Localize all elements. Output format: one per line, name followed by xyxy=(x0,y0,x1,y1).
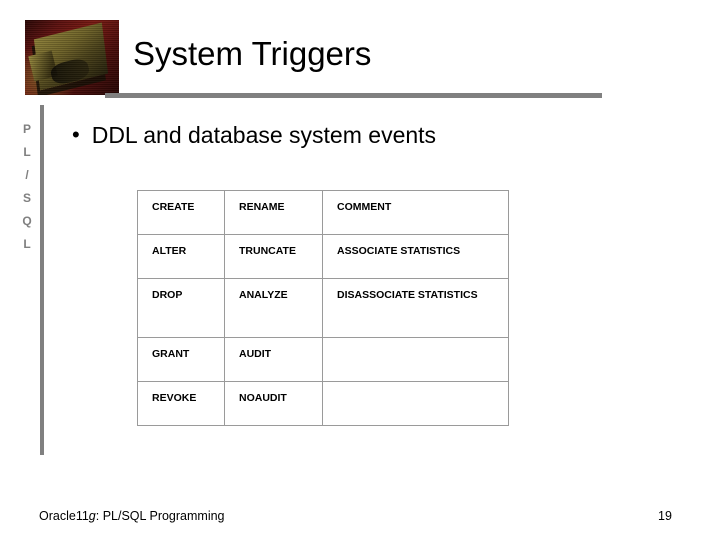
table-cell: ALTER xyxy=(137,234,225,279)
table-cell: DROP xyxy=(137,278,225,338)
table-cell xyxy=(322,337,509,382)
header-decoration-image xyxy=(25,20,119,95)
bullet-item: • DDL and database system events xyxy=(72,120,436,150)
title-divider xyxy=(105,93,602,98)
sidebar-vertical-divider xyxy=(40,105,44,455)
table-cell: TRUNCATE xyxy=(224,234,323,279)
table-cell xyxy=(322,381,509,426)
table-cell: AUDIT xyxy=(224,337,323,382)
bullet-marker-icon: • xyxy=(72,122,80,147)
table-cell: GRANT xyxy=(137,337,225,382)
footer-suffix: : PL/SQL Programming xyxy=(95,509,225,523)
table-row: ALTER TRUNCATE ASSOCIATE STATISTICS xyxy=(137,234,509,279)
sidebar-letter-1: P xyxy=(22,122,31,136)
system-events-table: CREATE RENAME COMMENT ALTER TRUNCATE ASS… xyxy=(137,190,509,426)
table-cell: REVOKE xyxy=(137,381,225,426)
table-cell: CREATE xyxy=(137,190,225,235)
footer-book-title: Oracle11g: PL/SQL Programming xyxy=(39,509,225,523)
table-body: CREATE RENAME COMMENT ALTER TRUNCATE ASS… xyxy=(137,190,509,426)
sidebar-letter-3: / xyxy=(25,168,29,182)
table-cell: COMMENT xyxy=(322,190,509,235)
table-cell: ANALYZE xyxy=(224,278,323,338)
sidebar-letter-4: S xyxy=(22,191,31,205)
table-row: CREATE RENAME COMMENT xyxy=(137,190,509,235)
table-row: GRANT AUDIT xyxy=(137,337,509,382)
footer-version-g: g xyxy=(88,509,96,523)
sidebar-vertical-label: P L / S Q L xyxy=(18,118,36,256)
table-cell: ASSOCIATE STATISTICS xyxy=(322,234,509,279)
table-row: REVOKE NOAUDIT xyxy=(137,381,509,426)
table-cell: RENAME xyxy=(224,190,323,235)
image-scanline-texture xyxy=(25,20,119,95)
slide-title: System Triggers xyxy=(133,35,372,72)
bullet-item-label: DDL and database system events xyxy=(91,122,437,148)
sidebar-letter-2: L xyxy=(23,145,31,159)
table-row: DROP ANALYZE DISASSOCIATE STATISTICS xyxy=(137,278,509,338)
table-cell: DISASSOCIATE STATISTICS xyxy=(322,278,509,338)
sidebar-letter-5: Q xyxy=(22,214,32,228)
table-cell: NOAUDIT xyxy=(224,381,323,426)
footer-prefix: Oracle11 xyxy=(39,509,89,523)
page-number: 19 xyxy=(658,509,672,523)
sidebar-letter-6: L xyxy=(23,237,31,251)
